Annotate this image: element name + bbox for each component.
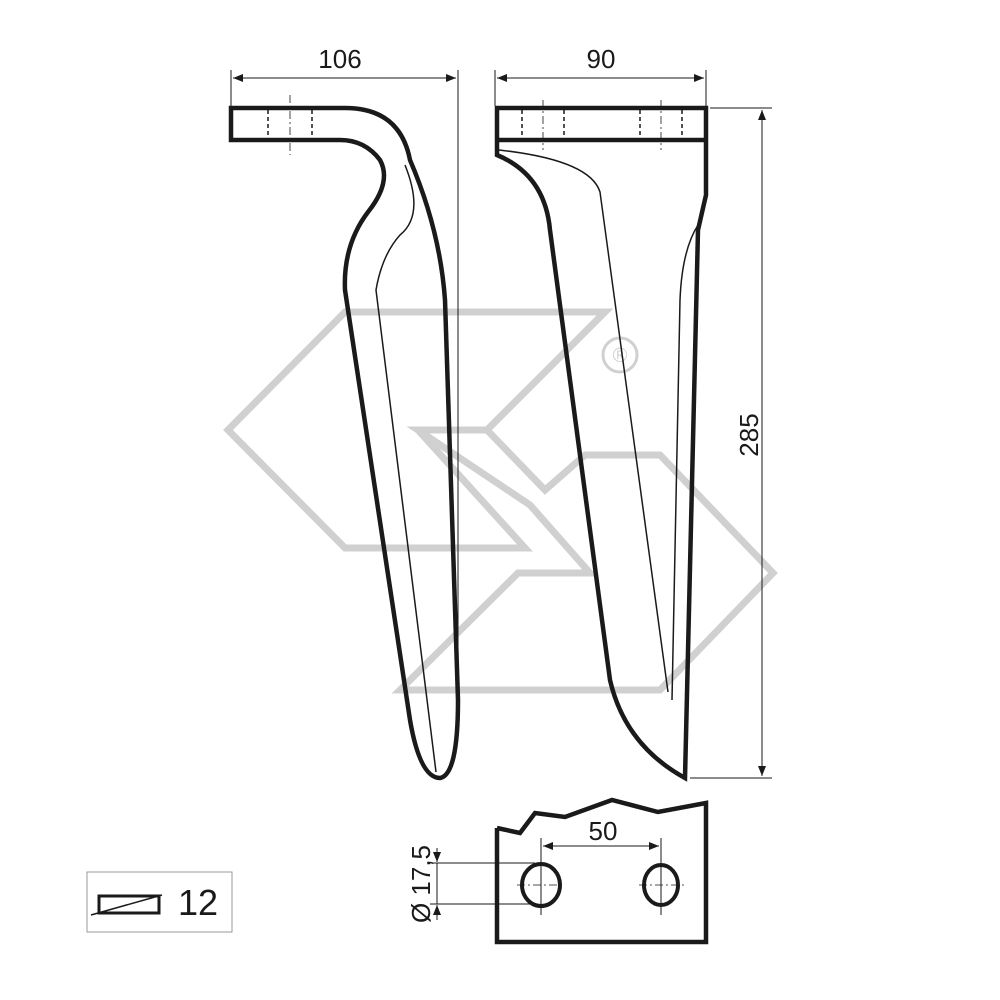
tine-side-view — [228, 95, 461, 781]
dimension-height: 285 — [734, 413, 764, 456]
registered-mark: ® — [613, 345, 628, 367]
brand-logo-watermark: ® — [223, 308, 778, 694]
dimension-side-width: 106 — [318, 44, 361, 74]
mounting-plate-detail — [494, 797, 709, 945]
dimension-lines — [230, 70, 772, 920]
tine-front-view — [494, 100, 709, 782]
dimension-front-width: 90 — [587, 44, 616, 74]
thickness-box: 12 — [86, 871, 233, 933]
dimension-hole-spacing: 50 — [589, 816, 618, 846]
thickness-value: 12 — [178, 882, 218, 923]
plate-thickness-icon — [90, 894, 163, 916]
dimension-hole-diameter: Ø 17,5 — [406, 845, 436, 923]
